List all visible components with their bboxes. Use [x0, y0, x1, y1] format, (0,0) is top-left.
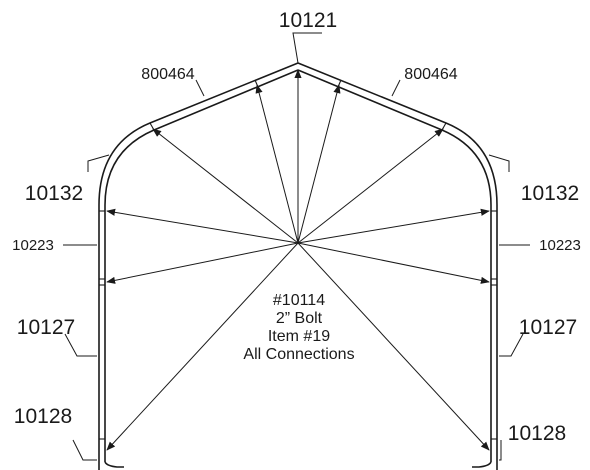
leader-foot-right	[499, 440, 502, 461]
arrow-corner-right	[297, 128, 444, 244]
frame-left-outer	[98, 62, 299, 470]
foot-right-plate	[472, 461, 492, 468]
label-short-right: 10223	[539, 237, 581, 254]
label-corner-right: 10132	[521, 182, 579, 205]
frame-right-inner	[297, 69, 492, 462]
connection-note: #10114 2” Bolt Item #19 All Connections	[243, 292, 354, 363]
label-corner-left: 10132	[25, 182, 83, 205]
label-foot-right: 10128	[508, 422, 566, 445]
arrow-foot-left	[106, 242, 299, 451]
part-labels: 10121 800464 800464 10132 10132 10223 10…	[12, 9, 581, 445]
connection-arrows	[106, 69, 490, 451]
arrow-foot-right	[297, 242, 490, 451]
label-leg-left: 10127	[17, 316, 75, 339]
arrow-ridge-left	[255, 84, 299, 244]
arrow-short-bottom-right	[297, 242, 490, 284]
arrow-ridge-right	[297, 84, 341, 244]
leader-corner-right	[488, 154, 510, 172]
label-leg-right: 10127	[519, 316, 577, 339]
leader-leg-right	[499, 333, 524, 357]
leader-ridge	[292, 32, 322, 64]
frame-left-inner	[104, 69, 299, 462]
note-scope: All Connections	[243, 346, 354, 363]
leader-rafter-right	[391, 79, 401, 97]
arrow-short-top-right	[297, 208, 490, 244]
leader-lines	[63, 32, 530, 461]
leader-corner-left	[87, 154, 110, 172]
label-rafter-right: 800464	[404, 66, 457, 83]
leader-foot-left	[72, 439, 97, 461]
label-rafter-left: 800464	[141, 66, 194, 83]
note-bolt: 2” Bolt	[276, 310, 323, 327]
frame-outline	[98, 62, 498, 470]
leader-leg-left	[64, 333, 97, 357]
note-part-number: #10114	[273, 292, 325, 309]
foot-left-plate	[104, 461, 124, 468]
arrow-short-top-left	[106, 208, 299, 244]
note-item: Item #19	[268, 328, 330, 345]
arrow-short-bottom-left	[106, 242, 299, 284]
label-short-left: 10223	[12, 237, 54, 254]
arrow-corner-left	[152, 128, 299, 244]
frame-right-outer	[297, 62, 498, 470]
label-ridge: 10121	[279, 9, 337, 32]
label-foot-left: 10128	[14, 405, 72, 428]
leader-rafter-left	[195, 79, 205, 97]
